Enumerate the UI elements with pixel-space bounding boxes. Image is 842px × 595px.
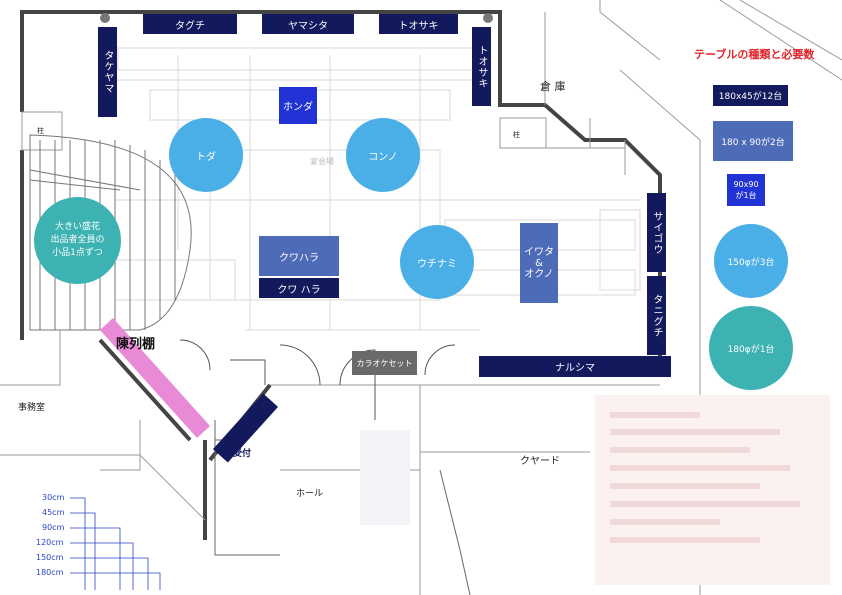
legend-180-round: 180φが1台 — [709, 306, 793, 390]
reception-label: 受付 — [233, 449, 252, 459]
legend-150-round: 150φが3台 — [714, 224, 788, 298]
table-narushima[interactable]: ナルシマ — [479, 356, 671, 377]
table-iwata-okuno[interactable]: イワタ & オクノ — [520, 223, 558, 303]
table-taniguchi[interactable]: タニグチ — [647, 276, 666, 355]
scale-45: 45cm — [42, 508, 65, 517]
scale-30: 30cm — [42, 493, 65, 502]
backyard-room-label: クヤード — [520, 456, 560, 467]
hall-room-label: ホール — [296, 489, 324, 499]
scale-180: 180cm — [36, 568, 64, 577]
flower-arrangement-table[interactable]: 大きい盛花 出品者全員の 小品1点ずつ — [34, 197, 121, 284]
table-toosaki-right[interactable]: トオサキ — [472, 27, 491, 106]
legend-title: テーブルの種類と必要数 — [694, 48, 815, 61]
banquet-room-label: 宴会場 — [310, 157, 334, 166]
karaoke-set[interactable]: カラオケセット — [352, 351, 417, 375]
table-honda[interactable]: ホンダ — [279, 87, 317, 124]
legend-180x45: 180x45が12台 — [713, 85, 788, 106]
round-table-kono[interactable]: コンノ — [346, 118, 420, 192]
round-table-uchinami[interactable]: ウチナミ — [400, 225, 474, 299]
legend-90x90: 90x90 が1台 — [727, 174, 765, 206]
scale-150: 150cm — [36, 553, 64, 562]
table-taguchi[interactable]: タグチ — [143, 14, 237, 34]
table-kuwahara-2[interactable]: クワ ハラ — [259, 278, 339, 298]
legend-180x90: 180 x 90が2台 — [713, 121, 793, 161]
display-shelf — [100, 318, 210, 438]
scale-120: 120cm — [36, 538, 64, 547]
office-room-label: 事務室 — [18, 403, 46, 413]
pillar-right-label: 柱 — [513, 131, 520, 139]
round-table-toda[interactable]: トダ — [169, 118, 243, 192]
table-kuwahara-1[interactable]: クワハラ — [259, 236, 339, 276]
storage-room-label: 倉 庫 — [540, 80, 566, 93]
table-yamashita[interactable]: ヤマシタ — [262, 14, 354, 34]
table-saigou[interactable]: サイゴウ — [647, 193, 666, 272]
scale-90: 90cm — [42, 523, 65, 532]
pillar-left-label: 柱 — [37, 127, 44, 135]
table-takeyama[interactable]: タケヤマ — [98, 27, 117, 117]
table-toosaki-top[interactable]: トオサキ — [379, 14, 458, 34]
display-shelf-label: 陳列棚 — [116, 337, 156, 352]
